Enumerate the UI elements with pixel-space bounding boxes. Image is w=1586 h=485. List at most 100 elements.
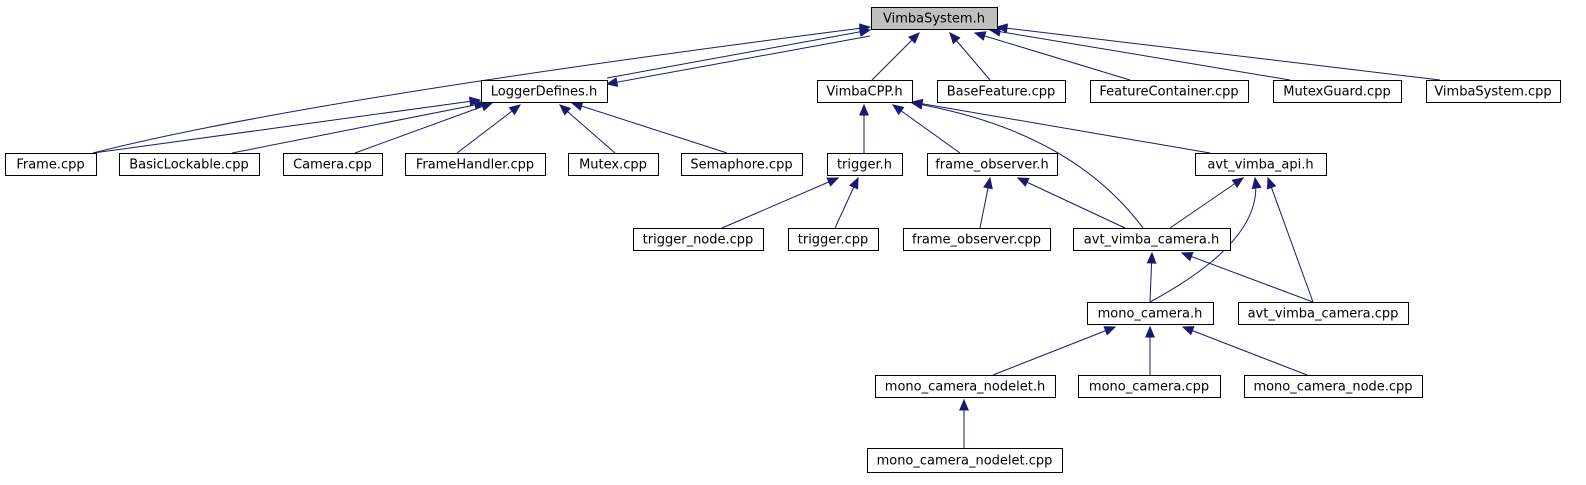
node-vimba-system-cpp[interactable]: VimbaSystem.cpp (1426, 80, 1561, 103)
node-label: trigger.cpp (798, 233, 869, 248)
node-mutex-cpp[interactable]: Mutex.cpp (568, 153, 659, 176)
arrowhead (1145, 325, 1155, 338)
node-box (903, 228, 1051, 251)
node-semaphore-cpp[interactable]: Semaphore.cpp (681, 153, 803, 176)
edge-avt-vimba-camera-cpp-to-avt-vimba-camera-h (1180, 252, 1314, 303)
edge-camera-cpp-to-logger-defines-h (354, 101, 494, 154)
node-label: avt_vimba_api.h (1207, 158, 1313, 173)
node-frame-cpp[interactable]: Frame.cpp (5, 153, 97, 176)
arrowhead (995, 23, 1009, 34)
node-box (788, 228, 879, 251)
arrowhead (858, 27, 872, 37)
node-camera-cpp[interactable]: Camera.cpp (283, 153, 383, 176)
arrowhead (1016, 177, 1030, 187)
node-mono-camera-nodelet-h[interactable]: mono_camera_nodelet.h (875, 375, 1056, 398)
node-mono-camera-node-cpp[interactable]: mono_camera_node.cpp (1244, 375, 1423, 398)
arrowhead (1231, 177, 1245, 189)
node-trigger-cpp[interactable]: trigger.cpp (788, 228, 879, 251)
node-vimba-cpp-h[interactable]: VimbaCPP.h (817, 80, 913, 103)
node-box (568, 153, 659, 176)
node-frame-observer-h[interactable]: frame_observer.h (927, 153, 1058, 176)
arrowhead (1251, 176, 1262, 190)
node-label: VimbaCPP.h (826, 85, 902, 100)
edge-base-feature-cpp-to-vimba-system-h (949, 32, 991, 81)
node-trigger-h[interactable]: trigger.h (827, 153, 903, 176)
node-box (481, 80, 608, 103)
edge-feature-container-cpp-to-vimba-system-h (973, 31, 1131, 81)
node-box (875, 375, 1056, 398)
node-label: mono_camera.cpp (1089, 380, 1209, 395)
node-label: Mutex.cpp (579, 158, 647, 173)
node-box (283, 153, 383, 176)
node-label: VimbaSystem.h (883, 12, 985, 27)
node-box (1273, 80, 1402, 103)
edge-trigger-node-cpp-to-trigger-h (721, 177, 840, 229)
node-box (1087, 302, 1214, 325)
node-label: trigger_node.cpp (643, 233, 754, 248)
edge-vimba-cpp-h-to-vimba-system-h (871, 32, 920, 81)
node-mono-camera-h[interactable]: mono_camera.h (1087, 302, 1214, 325)
edge-vimba-system-h-to-logger-defines-h (605, 35, 871, 87)
node-label: trigger.h (837, 158, 892, 173)
node-box (817, 80, 913, 103)
edges-layer (92, 23, 1441, 448)
edge-mono-camera-h-to-avt-vimba-camera-h (1146, 251, 1157, 303)
node-label: Semaphore.cpp (690, 158, 792, 173)
node-basic-lockable-cpp[interactable]: BasicLockable.cpp (119, 153, 260, 176)
node-label: mono_camera.h (1098, 307, 1203, 322)
node-label: BasicLockable.cpp (129, 158, 248, 173)
edge-basic-lockable-cpp-to-logger-defines-h (231, 100, 487, 154)
edge-frame-cpp-to-logger-defines-h (92, 96, 482, 154)
node-mutex-guard-cpp[interactable]: MutexGuard.cpp (1273, 80, 1402, 103)
arrowhead (973, 31, 987, 41)
node-box (405, 153, 546, 176)
node-box (1090, 80, 1249, 103)
edge-trigger-h-to-vimba-cpp-h (859, 103, 869, 153)
arrowhead (1103, 326, 1117, 336)
node-label: mono_camera_nodelet.h (885, 380, 1045, 395)
node-label: mono_camera_nodelet.cpp (877, 454, 1053, 469)
edge-frame-handler-cpp-to-logger-defines-h (456, 104, 522, 154)
node-box (119, 153, 260, 176)
node-label: MutexGuard.cpp (1283, 85, 1390, 100)
edge-mono-camera-node-cpp-to-mono-camera-h (1181, 326, 1308, 376)
node-box (681, 153, 803, 176)
node-frame-observer-cpp[interactable]: frame_observer.cpp (903, 228, 1051, 251)
node-trigger-node-cpp[interactable]: trigger_node.cpp (633, 228, 764, 251)
arrowhead (891, 104, 905, 116)
edge-frame-observer-cpp-to-frame-observer-h (979, 176, 993, 229)
arrowhead (908, 32, 920, 44)
edge-avt-vimba-camera-cpp-to-avt-vimba-api-h (1266, 176, 1314, 303)
edge-avt-vimba-camera-h-to-vimba-cpp-h (910, 99, 1144, 229)
arrowhead (1266, 176, 1277, 190)
edge-mono-camera-nodelet-h-to-mono-camera-h (992, 326, 1117, 376)
node-base-feature-cpp[interactable]: BaseFeature.cpp (937, 80, 1066, 103)
node-label: VimbaSystem.cpp (1434, 85, 1551, 100)
arrowhead (1146, 251, 1157, 264)
node-box (633, 228, 764, 251)
edge-mono-camera-nodelet-cpp-to-mono-camera-nodelet-h (959, 398, 969, 448)
node-mono-camera-nodelet-cpp[interactable]: mono_camera_nodelet.cpp (867, 448, 1063, 473)
node-label: frame_observer.cpp (912, 233, 1041, 248)
node-box (871, 7, 998, 30)
node-label: avt_vimba_camera.cpp (1248, 307, 1399, 322)
node-feature-container-cpp[interactable]: FeatureContainer.cpp (1090, 80, 1249, 103)
node-box (1426, 80, 1561, 103)
node-avt-vimba-camera-cpp[interactable]: avt_vimba_camera.cpp (1238, 302, 1409, 325)
edge-trigger-cpp-to-trigger-h (834, 176, 859, 229)
arrowhead (570, 101, 584, 111)
node-vimba-system-h[interactable]: VimbaSystem.h (871, 7, 998, 30)
edge-avt-vimba-camera-h-to-avt-vimba-api-h (1169, 177, 1245, 229)
node-label: avt_vimba_camera.h (1084, 233, 1219, 248)
node-logger-defines-h[interactable]: LoggerDefines.h (481, 80, 608, 103)
arrowhead (559, 104, 572, 116)
arrowhead (910, 99, 924, 110)
node-label: Frame.cpp (16, 158, 84, 173)
node-frame-handler-cpp[interactable]: FrameHandler.cpp (405, 153, 546, 176)
node-mono-camera-cpp[interactable]: mono_camera.cpp (1078, 375, 1221, 398)
node-avt-vimba-camera-h[interactable]: avt_vimba_camera.h (1073, 228, 1231, 251)
edge-avt-vimba-camera-h-to-frame-observer-h (1016, 177, 1126, 229)
node-avt-vimba-api-h[interactable]: avt_vimba_api.h (1195, 153, 1327, 176)
node-box (5, 153, 97, 176)
